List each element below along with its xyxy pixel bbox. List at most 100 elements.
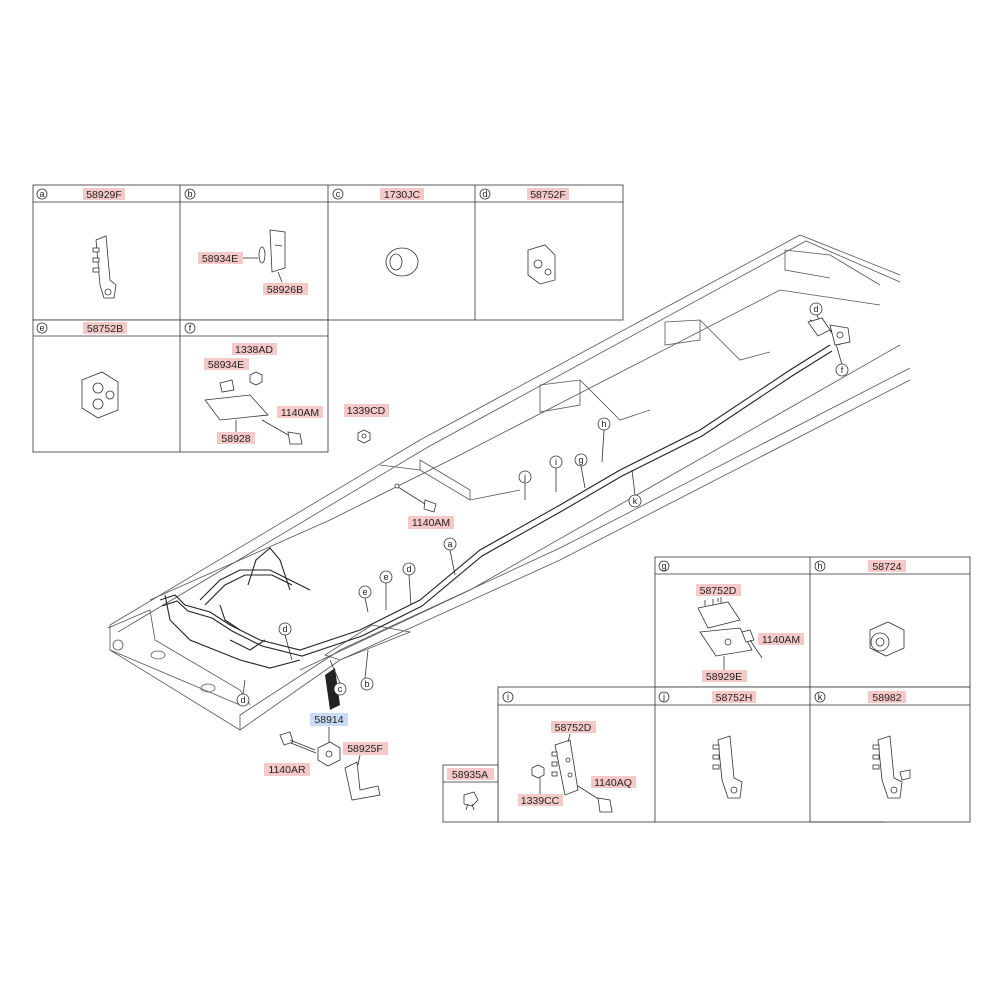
svg-text:g: g [661,561,666,571]
nut-1339cc [531,764,545,794]
svg-text:e: e [39,323,44,333]
bolt-1140am-g [741,629,763,659]
callout-j[interactable]: j [518,470,532,484]
callout-e-front[interactable]: e [358,585,372,599]
bolt-1140am-f [261,419,303,445]
callout-k[interactable]: k [628,494,642,508]
svg-text:58752H: 58752H [716,692,753,704]
svg-text:58752D: 58752D [700,585,737,597]
callout-d-mid[interactable]: d [402,562,416,576]
chassis-frame [107,234,911,731]
svg-text:h: h [817,561,822,571]
callout-d-bottom[interactable]: d [236,693,250,707]
svg-text:58752B: 58752B [87,323,123,335]
clip-58752b [81,371,119,419]
panel-k[interactable]: k 58982 [814,691,911,799]
svg-text:d: d [482,189,487,199]
clip-58982 [872,735,911,799]
svg-text:i: i [555,457,557,467]
parts-table-top [32,184,624,453]
label-58914: 58914 [310,713,348,726]
panel-b[interactable]: b 58934E 58926B [184,188,308,296]
svg-text:c: c [338,684,343,694]
svg-text:58914: 58914 [314,714,343,726]
panel-f[interactable]: f 1338AD 58934E 1140AM 58928 [184,322,323,445]
svg-text:1339CC: 1339CC [521,795,560,807]
svg-text:58929F: 58929F [86,189,122,201]
svg-text:f: f [189,323,192,333]
bracket-58928 [204,394,269,432]
callout-c[interactable]: c [333,682,347,696]
svg-text:1140AM: 1140AM [281,407,319,419]
svg-text:58752D: 58752D [555,722,592,734]
svg-text:1140AM: 1140AM [412,517,450,529]
bracket-58929e [699,627,753,670]
svg-text:1140AR: 1140AR [268,764,306,776]
callout-h[interactable]: h [597,417,611,431]
svg-text:1140AM: 1140AM [762,634,800,646]
callout-f-rear[interactable]: f [835,363,849,377]
callout-e-mid[interactable]: e [379,570,393,584]
svg-text:1140AQ: 1140AQ [594,777,632,789]
callout-d-front[interactable]: d [278,622,292,636]
panel-j[interactable]: j 58752H [658,691,756,799]
svg-text:d: d [240,695,245,705]
callouts: d f h g i j k a d e e d c b d [236,302,849,707]
bracket-58926b [269,229,286,283]
svg-text:b: b [364,679,369,689]
brake-lines [159,319,841,710]
panel-g[interactable]: g 58752D 1140AM 58929E [658,560,804,683]
svg-text:58982: 58982 [872,692,901,704]
rear-bracket [807,317,851,346]
svg-text:a: a [447,539,452,549]
svg-text:58926B: 58926B [267,284,303,296]
callout-i[interactable]: i [549,455,563,469]
clip-58752d-g [697,597,741,629]
clip-58752f [527,244,556,285]
svg-text:1338AD: 1338AD [235,344,273,356]
svg-text:d: d [406,564,411,574]
panel-h[interactable]: h 58724 [814,560,906,657]
svg-text:d: d [282,624,287,634]
nut-58724 [869,621,905,657]
label-1339cd: 1339CD [344,404,389,417]
svg-text:e: e [362,587,367,597]
bolt-1140ar [279,731,317,754]
callout-b[interactable]: b [360,677,374,691]
panel-i[interactable]: i 58752D 1339CC 1140AQ [502,691,636,813]
nut-1338ad [249,371,263,386]
svg-text:k: k [633,496,638,506]
panel-d[interactable]: d 58752F [479,188,569,285]
svg-text:f: f [841,365,844,375]
svg-text:58925F: 58925F [347,743,383,755]
svg-text:a: a [39,189,44,199]
svg-text:b: b [187,189,192,199]
bolt-1140aq [577,785,613,813]
svg-text:58929E: 58929E [706,671,742,683]
svg-text:58724: 58724 [872,561,901,573]
panel-e[interactable]: e 58752B [36,322,127,419]
clip-58752h [712,735,743,799]
callout-d-rear[interactable]: d [809,302,823,316]
callout-g[interactable]: g [574,453,588,467]
svg-text:d: d [813,304,818,314]
svg-text:h: h [601,419,606,429]
svg-text:g: g [578,455,583,465]
label-1140ar: 1140AR [264,763,310,776]
nut-1339cd [357,429,371,444]
callout-a[interactable]: a [443,537,457,551]
label-1140am-main: 1140AM [408,516,454,529]
svg-text:58935A: 58935A [452,769,488,781]
svg-text:c: c [336,189,341,199]
svg-text:j: j [662,692,665,702]
panel-58935a[interactable]: 58935A [447,768,494,811]
panel-a[interactable]: a 58929F [36,188,125,299]
svg-text:1730JC: 1730JC [384,189,421,201]
svg-text:58928: 58928 [221,433,250,445]
clip-58934e [243,246,266,264]
panel-c[interactable]: c 1730JC [332,188,424,277]
bracket-58925f [344,754,381,801]
svg-text:58752F: 58752F [530,189,566,201]
svg-text:k: k [818,692,823,702]
block-58914 [317,741,341,767]
